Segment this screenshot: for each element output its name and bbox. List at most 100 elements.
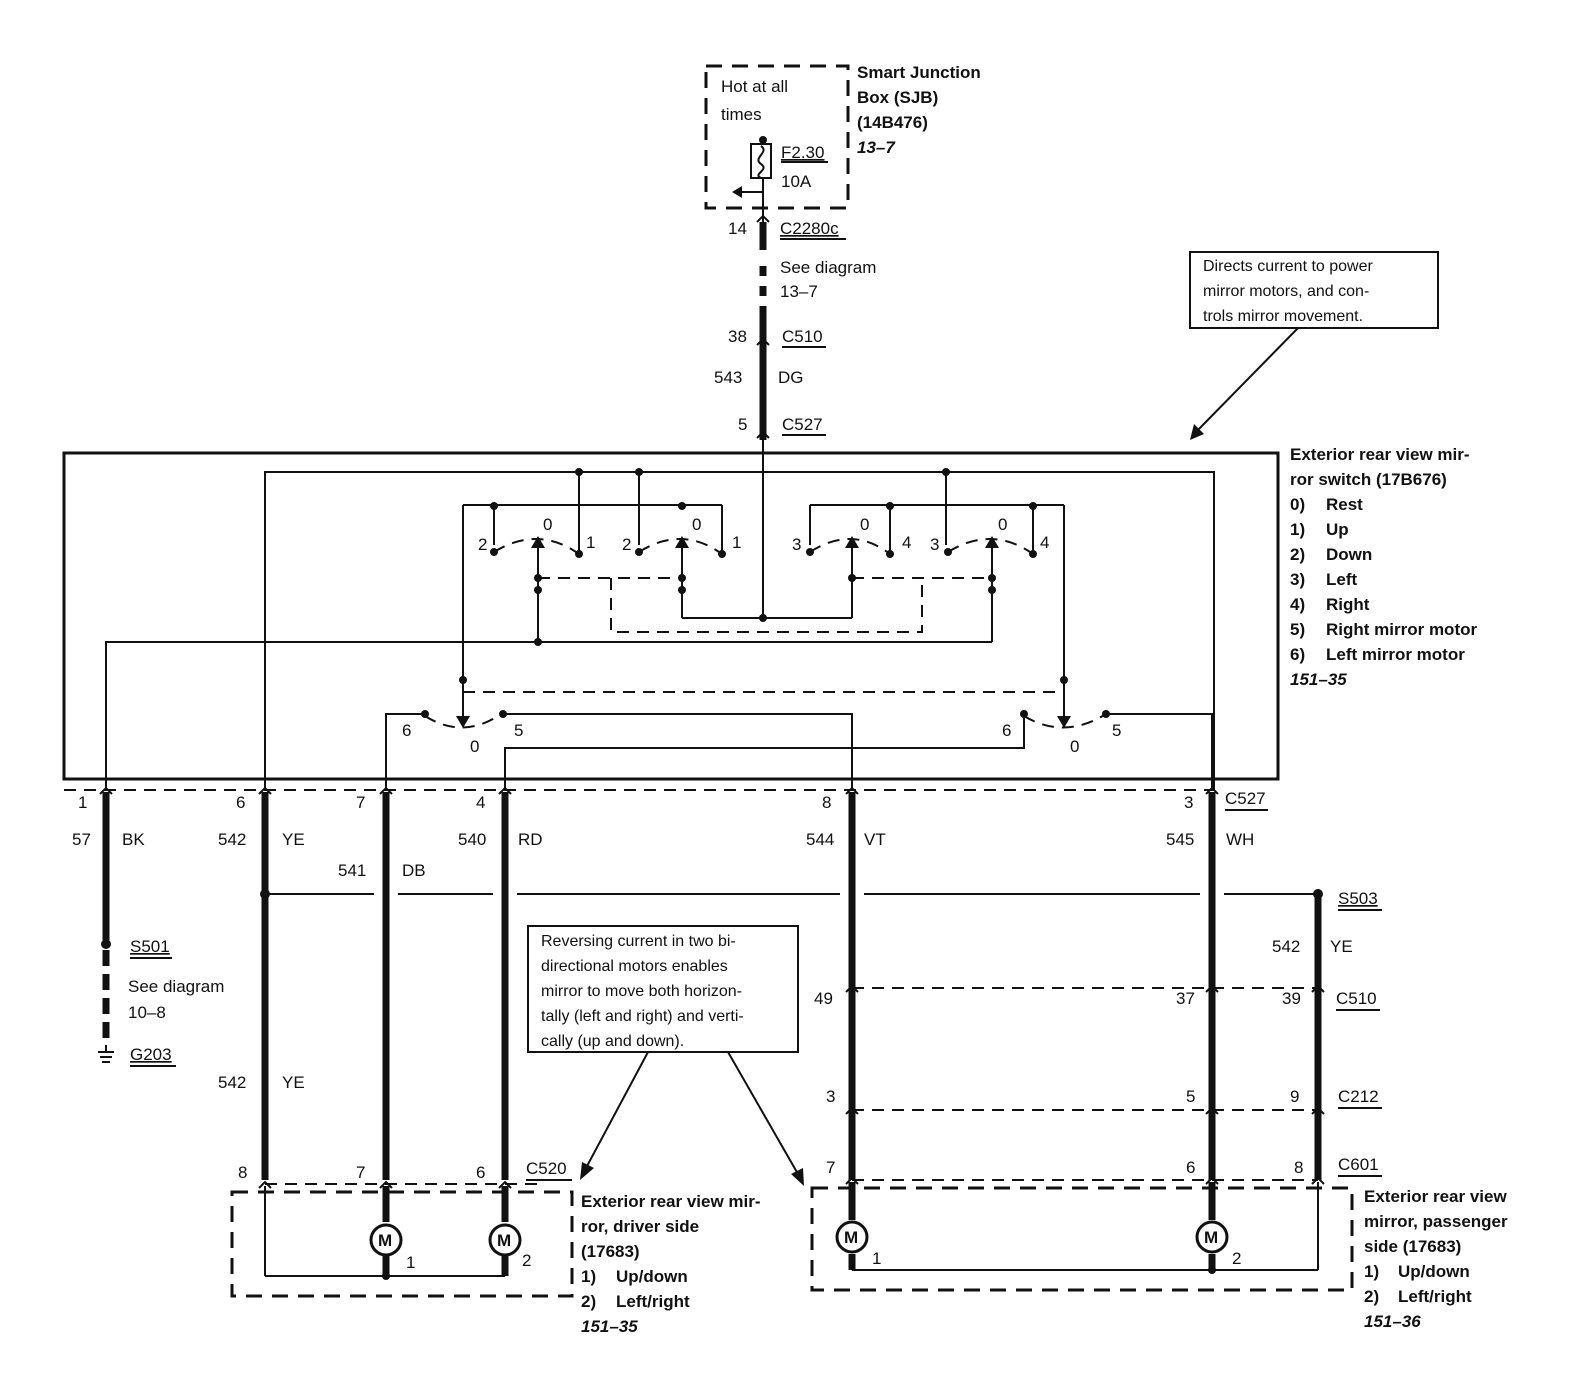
svg-text:Right mirror motor: Right mirror motor bbox=[1326, 620, 1477, 639]
pin-label: 8 bbox=[238, 1163, 247, 1182]
passenger-legend-t: Left/right bbox=[1398, 1287, 1472, 1306]
pin-label: 7 bbox=[356, 1163, 365, 1182]
svg-text:Right: Right bbox=[1326, 595, 1370, 614]
sjb-hot-line1: Hot at all bbox=[721, 77, 788, 96]
wire-rd: RD bbox=[518, 830, 543, 849]
wire-ye: YE bbox=[282, 830, 305, 849]
svg-text:3): 3) bbox=[1290, 570, 1305, 589]
pin-label: 4 bbox=[476, 793, 485, 812]
svg-text:5): 5) bbox=[1290, 620, 1305, 639]
wire-541: 541 bbox=[338, 861, 366, 880]
passenger-legend-n: 1) bbox=[1364, 1262, 1379, 1281]
wire-vt: VT bbox=[864, 830, 886, 849]
svg-text:Left: Left bbox=[1326, 570, 1358, 589]
callout-motor-1: Reversing current in two bi- bbox=[541, 933, 736, 950]
contact-label: 3 bbox=[930, 535, 939, 554]
pin-label: 9 bbox=[1290, 1087, 1299, 1106]
motor-icon bbox=[1195, 1220, 1229, 1254]
splice-s501: S501 bbox=[130, 937, 170, 956]
motor-letter: M bbox=[378, 1231, 392, 1250]
conn-c510-top: C510 bbox=[782, 327, 823, 346]
wire-wh: WH bbox=[1226, 830, 1254, 849]
svg-text:Down: Down bbox=[1326, 545, 1372, 564]
pin-label: 1 bbox=[78, 793, 87, 812]
wire-db: DB bbox=[402, 861, 426, 880]
passenger-mirror-box bbox=[810, 1186, 1354, 1292]
sjb-box bbox=[704, 64, 850, 210]
pin-label: 7 bbox=[826, 1158, 835, 1177]
conn-c527-bottom: C527 bbox=[1225, 789, 1266, 808]
motor-letter: M bbox=[1204, 1228, 1218, 1247]
driver-legend-n: 1) bbox=[581, 1267, 596, 1286]
passenger-name-1: Exterior rear view bbox=[1364, 1187, 1507, 1206]
switch-legend: 0)Rest 1)Up 2)Down 3)Left 4)Right 5)Righ… bbox=[1290, 495, 1477, 664]
conn-c520: C520 bbox=[526, 1159, 567, 1178]
wire-540: 540 bbox=[458, 830, 486, 849]
ground-ref: 10–8 bbox=[128, 1003, 166, 1022]
wire-bk: BK bbox=[122, 830, 145, 849]
driver-legend-t: Left/right bbox=[616, 1292, 690, 1311]
wire-57: 57 bbox=[72, 830, 91, 849]
contact-label: 0 bbox=[860, 515, 869, 534]
svg-text:1): 1) bbox=[1290, 520, 1305, 539]
circ-543: 543 bbox=[714, 368, 742, 387]
passenger-legend-t: Up/down bbox=[1398, 1262, 1470, 1281]
ground-g203: G203 bbox=[130, 1045, 172, 1064]
callout-switch-box bbox=[1189, 251, 1439, 329]
switch-box bbox=[62, 451, 1280, 781]
svg-text:2): 2) bbox=[1290, 545, 1305, 564]
motor-label: 2 bbox=[522, 1251, 531, 1270]
fuse-amps: 10A bbox=[781, 172, 812, 191]
arrow-icon bbox=[1190, 424, 1204, 440]
contact-label: 2 bbox=[478, 535, 487, 554]
pin-label: 39 bbox=[1282, 989, 1301, 1008]
conn-c2280c: C2280c bbox=[780, 219, 839, 238]
svg-text:Left mirror motor: Left mirror motor bbox=[1326, 645, 1465, 664]
passenger-ref: 151–36 bbox=[1364, 1312, 1421, 1331]
driver-mirror-box bbox=[230, 1190, 574, 1298]
pin-label: 3 bbox=[1184, 793, 1193, 812]
motor-label: 1 bbox=[872, 1249, 881, 1268]
callout-switch-1: Directs current to power bbox=[1203, 258, 1374, 275]
sjb-name-1: Smart Junction bbox=[857, 63, 981, 82]
svg-text:6): 6) bbox=[1290, 645, 1305, 664]
wire-542: 542 bbox=[218, 830, 246, 849]
driver-legend-n: 2) bbox=[581, 1292, 596, 1311]
ground-see: See diagram bbox=[128, 977, 224, 996]
pin-5: 5 bbox=[738, 415, 747, 434]
driver-motors bbox=[264, 1186, 509, 1280]
motor-label: 2 bbox=[1232, 1249, 1241, 1268]
switch-ref: 151–35 bbox=[1290, 670, 1347, 689]
svg-text:4): 4) bbox=[1290, 595, 1305, 614]
wire-ye-b: YE bbox=[1330, 937, 1353, 956]
pin-label: 7 bbox=[356, 793, 365, 812]
motor-icon bbox=[488, 1223, 522, 1257]
wire-ye-c: YE bbox=[282, 1073, 305, 1092]
output-wires bbox=[101, 792, 1323, 1180]
ground-icon bbox=[98, 1051, 114, 1063]
passenger-legend-n: 2) bbox=[1364, 1287, 1379, 1306]
pin-label: 49 bbox=[814, 989, 833, 1008]
switch-internals bbox=[105, 453, 1215, 790]
conn-c527-top: C527 bbox=[782, 415, 823, 434]
motor-icon bbox=[835, 1220, 869, 1254]
callout-motor-3: mirror to move both horizon- bbox=[541, 983, 742, 1000]
driver-name-1: Exterior rear view mir- bbox=[581, 1192, 761, 1211]
callout-switch-3: trols mirror movement. bbox=[1203, 308, 1363, 325]
motor-icon bbox=[369, 1223, 403, 1257]
driver-name-3: (17683) bbox=[581, 1242, 640, 1261]
driver-name-2: ror, driver side bbox=[581, 1217, 699, 1236]
callout-motor-5: cally (up and down). bbox=[541, 1033, 684, 1050]
contact-label: 0 bbox=[998, 515, 1007, 534]
splice-s503: S503 bbox=[1338, 889, 1378, 908]
contact-label: 1 bbox=[586, 533, 595, 552]
pin-label: 5 bbox=[1186, 1087, 1195, 1106]
pin-label: 37 bbox=[1176, 989, 1195, 1008]
fuse-name: F2.30 bbox=[781, 143, 824, 162]
driver-legend-t: Up/down bbox=[616, 1267, 688, 1286]
conn-c601: C601 bbox=[1338, 1155, 1379, 1174]
contact-label: 6 bbox=[402, 721, 411, 740]
pin-label: 8 bbox=[822, 793, 831, 812]
wire-545: 545 bbox=[1166, 830, 1194, 849]
